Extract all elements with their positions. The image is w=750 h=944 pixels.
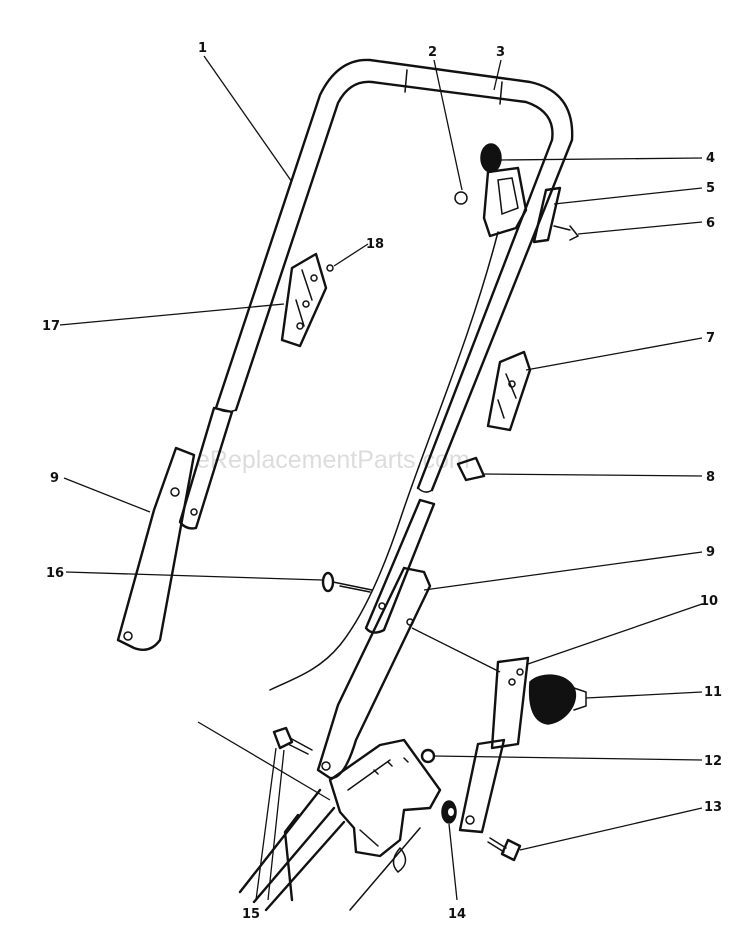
callout-2: 2 [428,45,437,60]
handle-knob-icon [528,674,587,725]
callout-16: 16 [46,566,64,581]
callout-3: 3 [496,45,505,60]
carriage-bolt-icon [321,571,373,593]
bolt-13-icon [487,837,522,862]
control-knob-icon [480,143,502,173]
nut-12-icon [420,748,436,764]
washer-14-icon [441,800,457,824]
upper-handle [214,58,574,493]
callout-12: 12 [704,754,722,769]
cable-clip-right [486,350,532,432]
callout-9-right: 9 [706,545,715,560]
locknut-icon [454,191,468,205]
callout-9-left: 9 [50,471,59,486]
callout-4: 4 [706,151,715,166]
throttle-control [454,143,580,244]
callout-5: 5 [706,181,715,196]
deck-bracket [238,738,442,912]
screw-18-icon [326,264,334,272]
callout-14: 14 [448,907,466,922]
leader-lines [59,55,703,901]
screw-6-icon [553,225,580,241]
callout-labels: 1 2 3 4 5 6 7 8 9 9 10 11 12 13 14 15 16… [42,41,722,922]
left-lower-handle [116,406,234,651]
callout-1: 1 [198,41,207,56]
adjustment-bracket [458,656,530,834]
callout-7: 7 [706,331,715,346]
bolt-15-icon [272,726,313,755]
callout-6: 6 [706,216,715,231]
callout-17: 17 [42,319,60,334]
cable-tie-icon [456,456,486,482]
callout-15: 15 [242,907,260,922]
control-bracket [532,186,562,244]
throttle-cable [269,231,499,691]
callout-11: 11 [704,685,722,700]
callout-18: 18 [366,237,384,252]
callout-8: 8 [706,470,715,485]
callout-10: 10 [700,594,718,609]
cable-clip-left [280,252,334,348]
right-lower-handle [316,498,436,780]
callout-13: 13 [704,800,722,815]
